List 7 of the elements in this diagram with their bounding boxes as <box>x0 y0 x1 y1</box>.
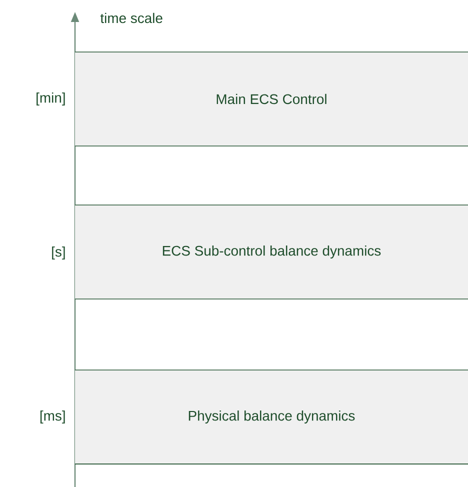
band-box: ECS Sub-control balance dynamics <box>74 204 468 300</box>
scale-label: [ms] <box>40 410 65 424</box>
axis-title: time scale <box>100 12 162 24</box>
band-box: Physical balance dynamics <box>74 370 468 464</box>
band-box: Main ECS Control <box>74 52 468 146</box>
scale-label: [min] <box>36 92 65 106</box>
scale-label: [s] <box>52 246 65 260</box>
